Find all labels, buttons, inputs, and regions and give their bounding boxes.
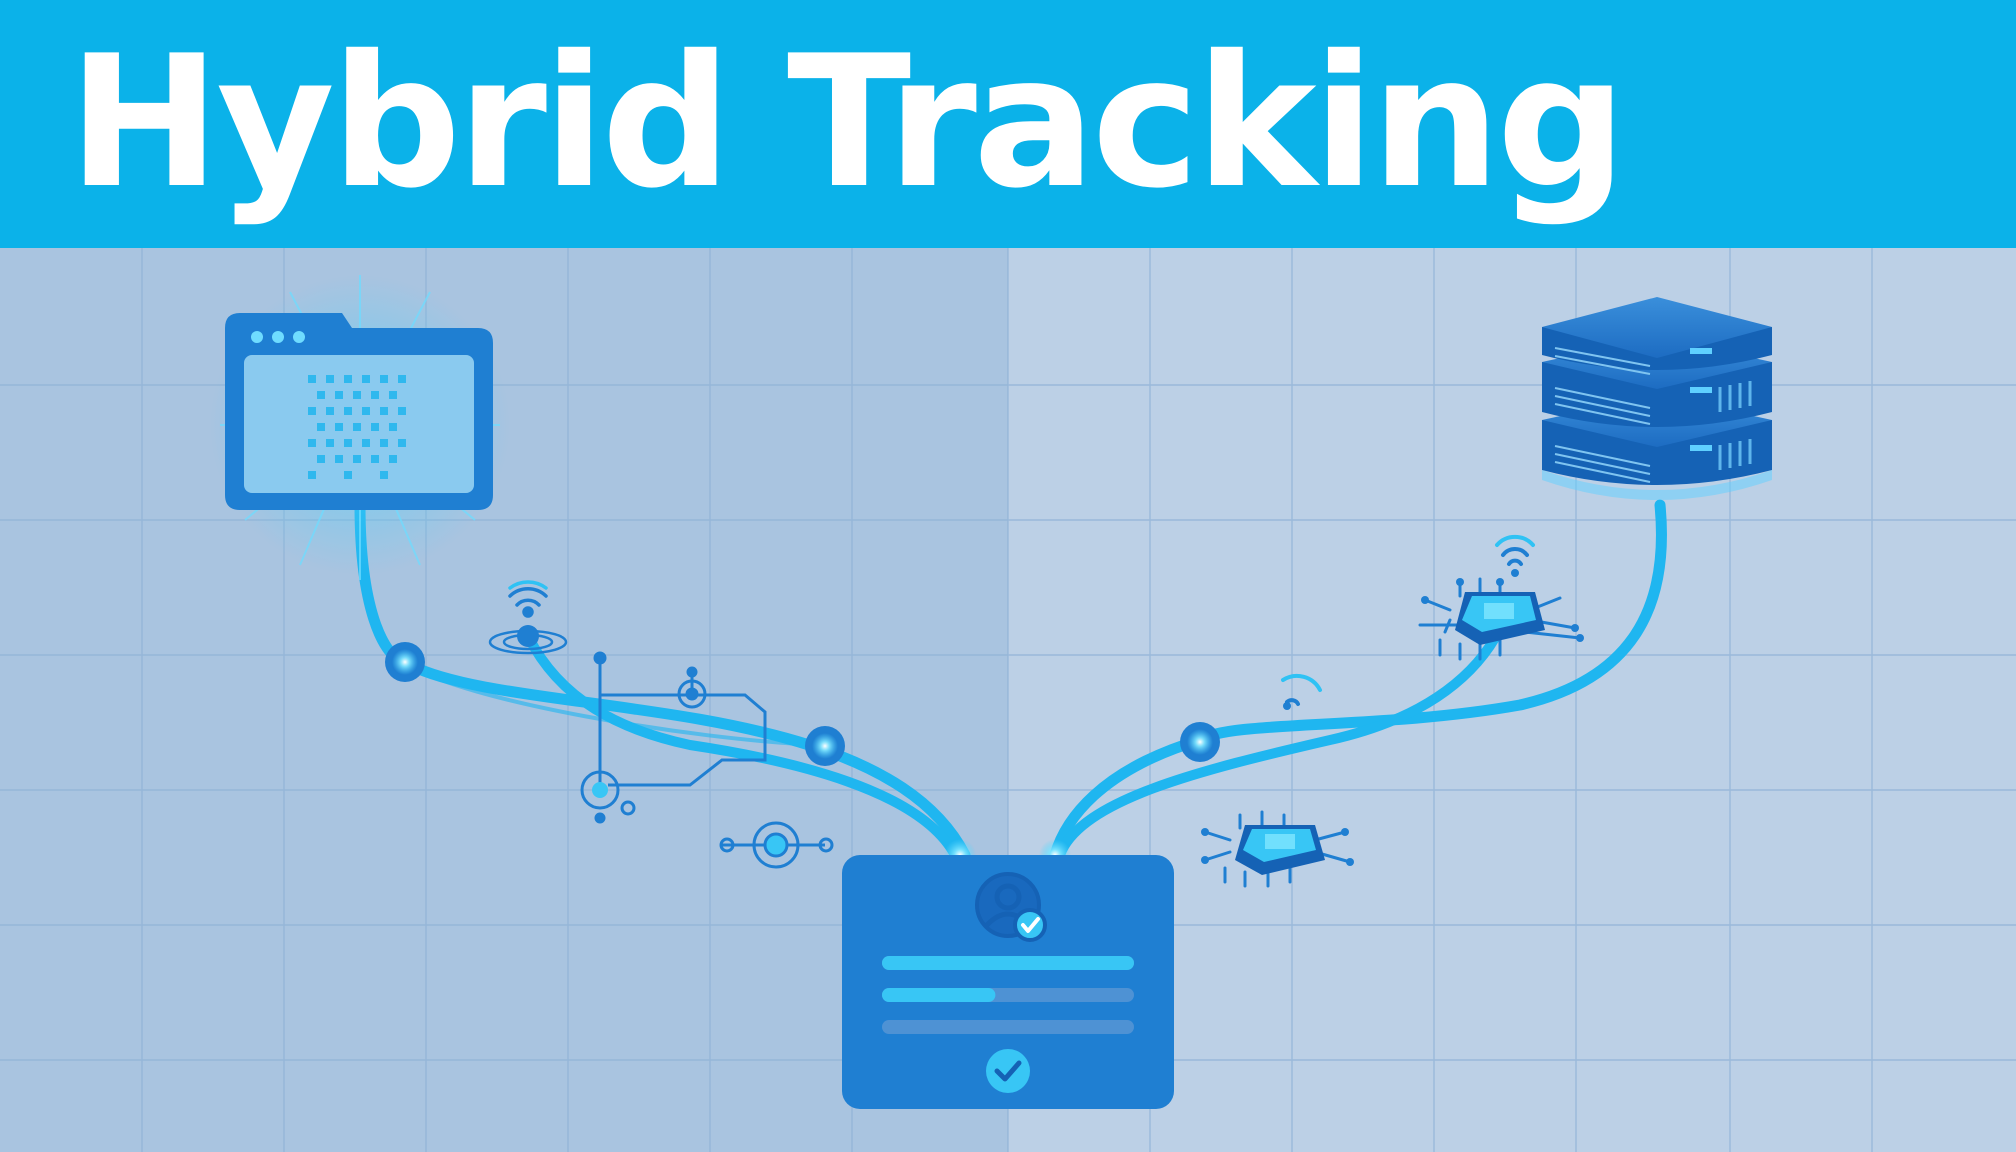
server-unit	[1542, 297, 1772, 375]
wifi-signal-icon	[1495, 534, 1535, 577]
circuit-traces	[580, 651, 834, 869]
background-right	[1008, 248, 2016, 1152]
junction-node	[1180, 722, 1220, 762]
tracking-pixel-icon	[308, 375, 406, 479]
junction-node	[385, 642, 425, 682]
wifi-signal-icon	[1281, 673, 1322, 710]
server-flow-lines	[1049, 499, 1667, 861]
tracking-diagram	[0, 248, 2016, 1152]
browser-window-icon	[210, 275, 510, 580]
junction-node	[805, 726, 845, 766]
check-icon	[986, 1049, 1030, 1093]
title-banner: Hybrid Tracking	[0, 0, 2016, 248]
user-check-icon	[975, 872, 1047, 942]
beacon-wifi-signal-icon	[488, 580, 568, 655]
chip-icon	[1201, 810, 1354, 888]
page-title: Hybrid Tracking	[68, 16, 1627, 228]
profile-progress-bars	[882, 956, 1134, 1034]
profile-progress-bar	[882, 988, 996, 1002]
profile-progress-bar	[882, 956, 1134, 970]
client-flow-lines	[354, 499, 971, 861]
server-stack-icon	[1542, 297, 1772, 500]
user-profile-card	[842, 855, 1174, 1109]
chip-icon	[1418, 577, 1584, 661]
